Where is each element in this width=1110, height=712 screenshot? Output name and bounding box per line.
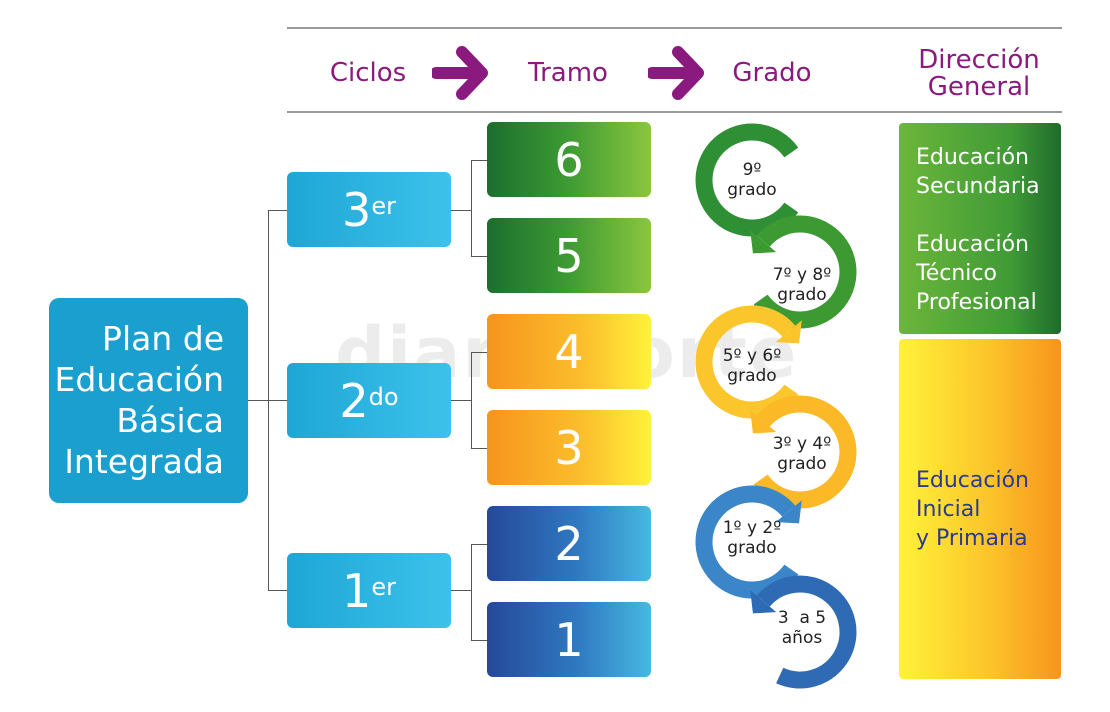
- direccion-inicial-primaria-box: Educación Inicial y Primaria: [899, 339, 1061, 679]
- direccion-line: Educación: [916, 232, 1029, 257]
- connector: [451, 400, 471, 401]
- connector: [248, 400, 268, 401]
- arrowhead-icon: [775, 500, 802, 524]
- grado-line: 1º y 2º: [722, 518, 782, 538]
- direccion-line: Educación: [916, 145, 1029, 170]
- grado-line: grado: [777, 285, 827, 305]
- header-grado: Grado: [732, 58, 812, 88]
- ciclo-suffix: er: [371, 191, 396, 220]
- ciclo-suffix: er: [371, 572, 396, 601]
- grado-line: grado: [727, 180, 777, 200]
- grado-line: 7º y 8º: [772, 265, 832, 285]
- connector: [268, 400, 287, 401]
- right-arrow-icon: [648, 46, 704, 100]
- grado-cycle-arc: [695, 123, 799, 237]
- tramo-4: 4: [487, 314, 651, 389]
- tramo-1: 1: [487, 602, 651, 677]
- header-bottom-divider: [287, 111, 1062, 113]
- ciclo-number: 1: [342, 563, 372, 618]
- direccion-secundaria-tecnico-box: Educación Secundaria Educación Técnico P…: [899, 123, 1061, 334]
- direccion-line: Técnico: [916, 261, 997, 286]
- grado-line: grado: [727, 538, 777, 558]
- connector: [471, 352, 472, 448]
- grado-line: 9º: [742, 160, 762, 180]
- arrowhead-icon: [750, 410, 777, 434]
- connector: [471, 160, 487, 161]
- header-tramo: Tramo: [528, 58, 608, 88]
- header-direccion-line1: Dirección: [918, 45, 1040, 75]
- tramo-5: 5: [487, 218, 651, 293]
- connector: [471, 256, 487, 257]
- grado-line: 3 a 5: [777, 608, 827, 628]
- tramo-6: 6: [487, 122, 651, 197]
- plan-educacion-basica-box: Plan de Educación Básica Integrada: [49, 298, 248, 503]
- direccion-line: Educación: [916, 468, 1029, 493]
- grado-cycle-arc: [756, 575, 857, 689]
- ciclo-number: 3: [342, 182, 372, 237]
- connector: [471, 544, 472, 640]
- arrowhead-icon: [750, 230, 777, 254]
- arrowhead-icon: [775, 320, 802, 344]
- connector: [471, 160, 472, 256]
- tramo-3: 3: [487, 410, 651, 485]
- right-arrow-icon: [432, 46, 488, 100]
- grado-cycle-arc: [695, 485, 799, 599]
- header-ciclos: Ciclos: [329, 58, 407, 88]
- connector: [471, 448, 487, 449]
- grado-cycle-arc: [753, 215, 857, 329]
- direccion-line: Inicial: [916, 497, 981, 522]
- connector: [268, 210, 287, 211]
- direccion-line: Secundaria: [916, 174, 1040, 199]
- header-top-divider: [287, 27, 1062, 29]
- grado-line: años: [781, 628, 823, 648]
- header-direccion-general: Dirección General: [909, 47, 1049, 101]
- grado-line: grado: [727, 366, 777, 386]
- ciclo-number: 2: [339, 373, 369, 428]
- grado-cycle-arc: [695, 305, 799, 419]
- plan-line: Plan de: [102, 319, 224, 358]
- connector: [451, 210, 471, 211]
- connector: [471, 352, 487, 353]
- direccion-line: Profesional: [916, 290, 1037, 315]
- connector: [471, 544, 487, 545]
- connector: [451, 590, 471, 591]
- grado-cycle-arc: [753, 395, 857, 509]
- plan-line: Integrada: [64, 442, 224, 481]
- connector: [471, 640, 487, 641]
- ciclo-suffix: do: [368, 382, 399, 411]
- header-direccion-line2: General: [927, 72, 1031, 102]
- grado-line: grado: [777, 454, 827, 474]
- tramo-2: 2: [487, 506, 651, 581]
- connector: [268, 590, 287, 591]
- grado-line: 5º y 6º: [722, 346, 782, 366]
- direccion-line: y Primaria: [916, 526, 1028, 551]
- arrowhead-icon: [750, 590, 777, 614]
- plan-line: Básica: [116, 401, 224, 440]
- grado-line: 3º y 4º: [772, 434, 832, 454]
- plan-line: Educación: [54, 360, 225, 399]
